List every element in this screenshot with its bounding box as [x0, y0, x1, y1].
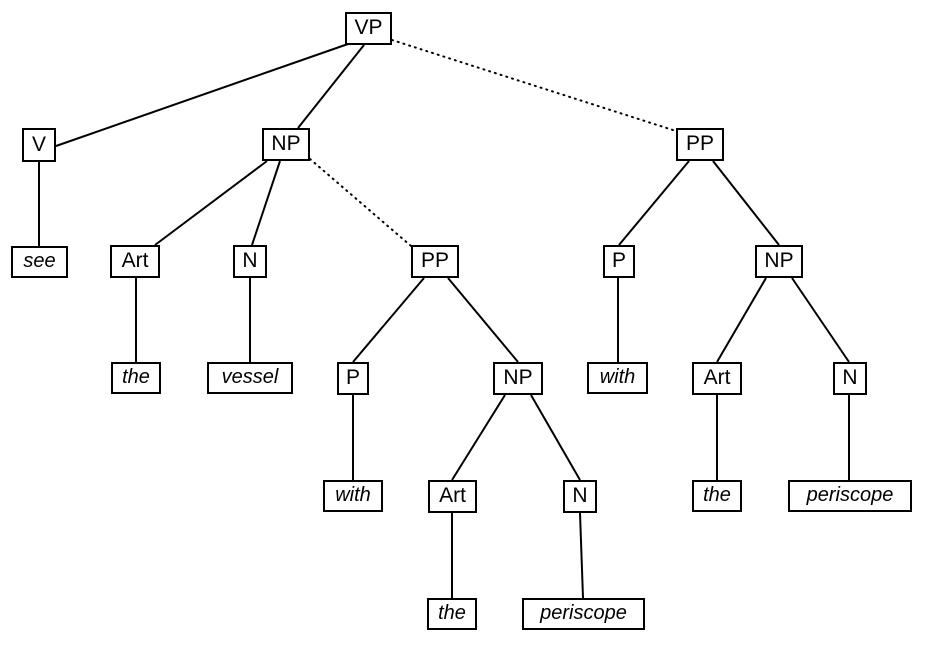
tree-node-label: P: [611, 249, 626, 272]
tree-node-the_r: the: [692, 480, 742, 512]
tree-node-label: Art: [121, 249, 149, 272]
tree-edge-vp-to-v: [55, 43, 349, 147]
tree-node-label: N: [572, 484, 588, 507]
tree-edge-n_m-to-peri_m: [579, 512, 584, 599]
tree-node-label: V: [31, 132, 46, 156]
tree-node-label: Art: [703, 366, 731, 389]
tree-node-vessel: vessel: [207, 362, 293, 394]
tree-edge-pp_right-to-np_right: [712, 160, 780, 246]
tree-edge-np_right-to-n_r: [791, 277, 850, 363]
tree-edge-np1-to-art1: [154, 160, 268, 246]
tree-node-label: NP: [764, 249, 794, 272]
tree-node-label: the: [122, 366, 150, 388]
tree-node-v: V: [22, 128, 56, 162]
tree-node-label: N: [242, 249, 258, 272]
tree-node-label: vessel: [221, 366, 279, 388]
tree-node-label: NP: [271, 132, 301, 155]
tree-edge-vp-to-np1: [297, 44, 365, 129]
tree-node-the1: the: [111, 362, 161, 394]
tree-node-label: VP: [354, 16, 383, 39]
tree-edge-pp_right-to-p_right: [618, 160, 690, 246]
tree-node-vp: VP: [345, 12, 392, 45]
tree-node-with_m: with: [323, 480, 383, 512]
tree-node-label: with: [599, 366, 636, 388]
tree-node-label: PP: [420, 249, 449, 272]
tree-node-p_mid: P: [337, 362, 369, 395]
tree-node-np_mid: NP: [493, 362, 543, 395]
tree-edge-np_mid-to-art_m: [451, 394, 506, 481]
tree-node-n_r: N: [833, 362, 867, 395]
tree-node-np1: NP: [262, 128, 310, 161]
tree-node-label: with: [335, 484, 371, 506]
tree-node-n1: N: [233, 245, 267, 278]
tree-node-label: the: [438, 602, 466, 624]
tree-node-label: P: [345, 366, 360, 389]
tree-node-label: periscope: [806, 484, 894, 506]
tree-node-n_m: N: [563, 480, 597, 513]
tree-edge-np_mid-to-n_m: [530, 394, 581, 481]
tree-node-see: see: [11, 246, 68, 278]
tree-edge-np_right-to-art_r: [716, 277, 767, 363]
tree-node-art1: Art: [110, 245, 160, 278]
tree-node-pp_mid: PP: [411, 245, 459, 278]
tree-edge-np1-to-n1: [251, 160, 281, 246]
tree-node-art_m: Art: [428, 480, 477, 513]
tree-node-with_r: with: [587, 362, 648, 394]
tree-node-art_r: Art: [692, 362, 742, 395]
tree-node-label: periscope: [540, 602, 627, 624]
tree-edge-pp_mid-to-p_mid: [352, 277, 425, 363]
tree-node-label: the: [703, 484, 731, 506]
tree-edge-vp-to-pp_right: [391, 39, 677, 132]
tree-node-label: PP: [685, 132, 714, 155]
tree-node-label: N: [842, 366, 858, 389]
tree-node-np_right: NP: [755, 245, 803, 278]
tree-node-the_m: the: [427, 598, 477, 630]
tree-node-label: Art: [439, 484, 466, 507]
tree-node-p_right: P: [603, 245, 635, 278]
tree-node-label: see: [23, 250, 56, 272]
tree-edge-np1-to-pp_mid: [309, 158, 412, 247]
tree-node-peri_m: periscope: [522, 598, 645, 630]
tree-node-pp_right: PP: [676, 128, 724, 161]
tree-node-label: NP: [503, 366, 533, 389]
tree-edge-pp_mid-to-np_mid: [447, 277, 519, 363]
tree-node-peri_r: periscope: [788, 480, 912, 512]
